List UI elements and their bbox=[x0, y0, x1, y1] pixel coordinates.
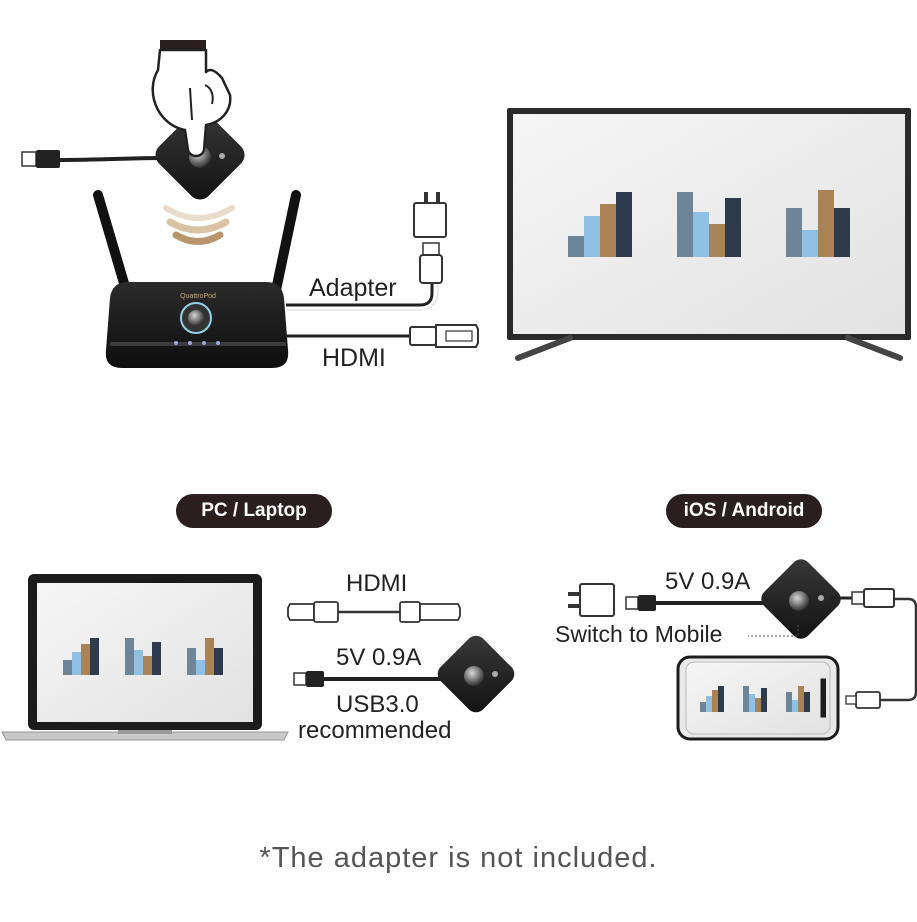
hdmi-plug-icon bbox=[409, 324, 479, 348]
ios-android-badge: iOS / Android bbox=[666, 494, 822, 528]
receiver-cables bbox=[286, 282, 439, 338]
tv bbox=[507, 108, 911, 361]
switch-mobile-label: Switch to Mobile bbox=[555, 621, 723, 647]
usb-label-line1: USB3.0 bbox=[336, 691, 419, 718]
usb-label-line2: recommended bbox=[298, 717, 452, 744]
antenna-left bbox=[93, 190, 131, 295]
adapter-label: Adapter bbox=[309, 274, 397, 302]
wireless-signal-icon bbox=[163, 205, 235, 245]
usb-plug-icon bbox=[419, 242, 443, 284]
mobile-power-adapter-icon bbox=[568, 583, 615, 617]
pc-dongle bbox=[293, 635, 515, 713]
receiver-box: QuattroPod bbox=[93, 190, 301, 368]
hdmi-plug-icon bbox=[287, 601, 339, 623]
tv-leg-right bbox=[845, 335, 903, 361]
switch-pointer bbox=[748, 625, 799, 637]
hand-press-icon bbox=[151, 40, 232, 158]
power-adapter-icon bbox=[413, 192, 447, 238]
usb-plug-icon bbox=[293, 671, 324, 687]
laptop-screen-chart-icon bbox=[63, 638, 223, 675]
usb-plug-icon bbox=[21, 150, 60, 168]
phone-screen-chart-icon bbox=[700, 686, 810, 712]
laptop bbox=[1, 574, 289, 741]
top-dongle-cable bbox=[21, 150, 161, 168]
mobile-dongle bbox=[625, 559, 841, 639]
pc-laptop-badge: PC / Laptop bbox=[176, 494, 332, 528]
hdmi-plug-icon bbox=[399, 601, 461, 623]
receiver-brand: QuattroPod bbox=[180, 293, 216, 300]
mobile-usb-cable bbox=[830, 588, 917, 709]
usb-plug-icon bbox=[625, 595, 656, 611]
pc-power-label: 5V 0.9A bbox=[336, 644, 422, 671]
tv-leg-left bbox=[515, 335, 573, 361]
hdmi-label-top: HDMI bbox=[322, 344, 386, 372]
mobile-power-label: 5V 0.9A bbox=[665, 568, 751, 595]
usb-plug-icon bbox=[851, 588, 895, 608]
antenna-right bbox=[271, 190, 301, 295]
footnote: *The adapter is not included. bbox=[259, 842, 658, 874]
tv-screen-chart-icon bbox=[568, 190, 850, 257]
hdmi-label-pc: HDMI bbox=[346, 570, 408, 597]
hdmi-cable bbox=[287, 601, 461, 623]
phone bbox=[676, 655, 840, 741]
